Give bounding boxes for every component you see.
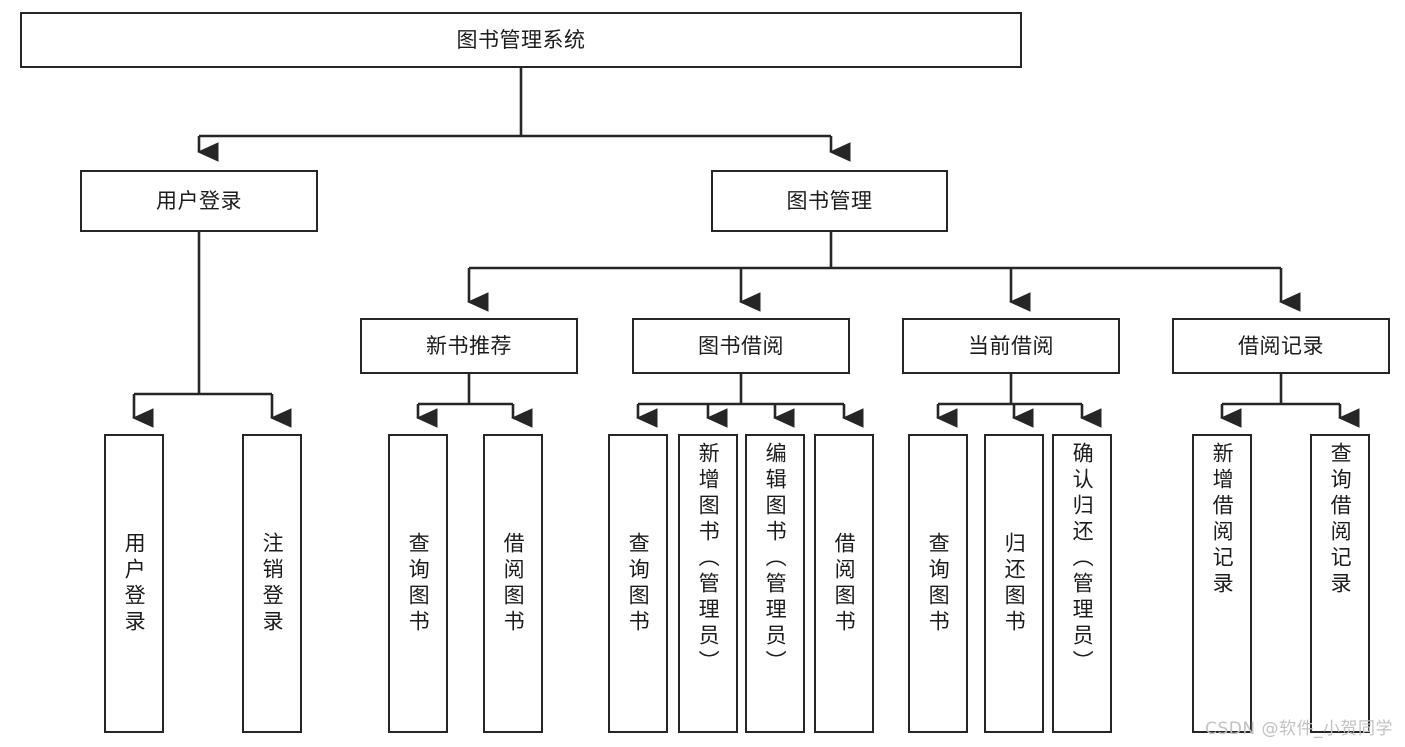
- leaf-node-label: 借阅图书: [501, 531, 526, 636]
- leaf-node[interactable]: 查询图书: [608, 434, 668, 733]
- node-new-book-recommend[interactable]: 新书推荐: [360, 318, 578, 374]
- node-current-borrow-label: 当前借阅: [968, 333, 1054, 358]
- node-borrow-record[interactable]: 借阅记录: [1172, 318, 1390, 374]
- leaf-node[interactable]: 查询图书: [908, 434, 968, 733]
- csdn-watermark: CSDN @软件_小贺同学: [1205, 719, 1393, 739]
- leaf-node-label: 新增借阅记录: [1210, 442, 1235, 598]
- leaf-node[interactable]: 查询借阅记录: [1310, 434, 1370, 733]
- leaf-node-label: 用户登录: [122, 531, 147, 636]
- leaf-node-label: 查询图书: [406, 531, 431, 636]
- node-user-login[interactable]: 用户登录: [80, 170, 318, 232]
- node-book-management-label: 图书管理: [786, 188, 873, 213]
- node-user-login-label: 用户登录: [156, 188, 242, 213]
- leaf-node[interactable]: 查询图书: [388, 434, 448, 733]
- node-book-borrow[interactable]: 图书借阅: [632, 318, 850, 374]
- leaf-node[interactable]: 用户登录: [104, 434, 164, 733]
- leaf-node-label: 查询借阅记录: [1328, 442, 1353, 598]
- leaf-node[interactable]: 借阅图书: [814, 434, 874, 733]
- node-current-borrow[interactable]: 当前借阅: [902, 318, 1120, 374]
- leaf-node-label: 编辑图书（管理员）: [763, 442, 788, 676]
- node-root-system[interactable]: 图书管理系统: [20, 12, 1022, 68]
- leaf-node-label: 查询图书: [626, 531, 651, 636]
- node-new-book-recommend-label: 新书推荐: [426, 333, 512, 358]
- node-book-management[interactable]: 图书管理: [711, 170, 948, 232]
- leaf-node-label: 确认归还（管理员）: [1070, 442, 1095, 676]
- leaf-node[interactable]: 编辑图书（管理员）: [745, 434, 805, 733]
- leaf-node[interactable]: 归还图书: [984, 434, 1044, 733]
- node-borrow-record-label: 借阅记录: [1238, 333, 1324, 358]
- leaf-node[interactable]: 新增借阅记录: [1192, 434, 1252, 733]
- leaf-node-label: 新增图书（管理员）: [696, 442, 721, 676]
- leaf-node[interactable]: 新增图书（管理员）: [678, 434, 738, 733]
- leaf-node[interactable]: 注销登录: [242, 434, 302, 733]
- leaf-node[interactable]: 借阅图书: [483, 434, 543, 733]
- node-root-label: 图书管理系统: [456, 27, 586, 52]
- leaf-node[interactable]: 确认归还（管理员）: [1052, 434, 1112, 733]
- leaf-node-label: 借阅图书: [832, 531, 857, 636]
- node-book-borrow-label: 图书借阅: [698, 333, 784, 358]
- leaf-node-label: 归还图书: [1002, 531, 1027, 636]
- leaf-node-label: 查询图书: [926, 531, 951, 636]
- leaf-node-label: 注销登录: [260, 531, 285, 636]
